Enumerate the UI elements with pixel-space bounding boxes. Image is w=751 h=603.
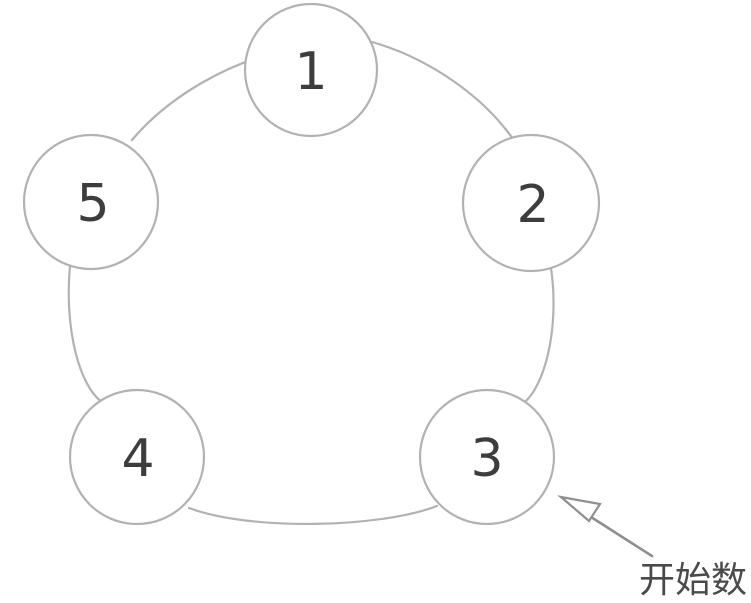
- edge-3-4: [187, 504, 439, 526]
- node-1[interactable]: 1: [243, 2, 379, 138]
- node-3[interactable]: 3: [418, 388, 556, 526]
- node-5-label: 5: [76, 174, 109, 234]
- edge-1-2: [370, 40, 515, 141]
- node-5[interactable]: 5: [22, 133, 160, 271]
- start-annotation: 开始数: [557, 495, 747, 601]
- node-4-label: 4: [121, 429, 154, 489]
- node-2-label: 2: [516, 175, 549, 235]
- node-1-circle[interactable]: [243, 2, 379, 138]
- annotation-arrow-shaft: [589, 515, 654, 558]
- node-4[interactable]: 4: [68, 388, 206, 526]
- node-3-label: 3: [470, 429, 503, 489]
- node-2[interactable]: 2: [461, 133, 601, 273]
- annotation-label: 开始数: [639, 560, 747, 601]
- node-1-label: 1: [294, 42, 327, 102]
- node-5-circle[interactable]: [22, 133, 160, 271]
- node-2-circle[interactable]: [461, 133, 601, 273]
- annotation-arrow-head-icon: [557, 495, 602, 523]
- node-4-circle[interactable]: [68, 388, 206, 526]
- edge-2-3: [519, 266, 555, 407]
- edge-4-5: [67, 264, 107, 406]
- node-3-circle[interactable]: [418, 388, 556, 526]
